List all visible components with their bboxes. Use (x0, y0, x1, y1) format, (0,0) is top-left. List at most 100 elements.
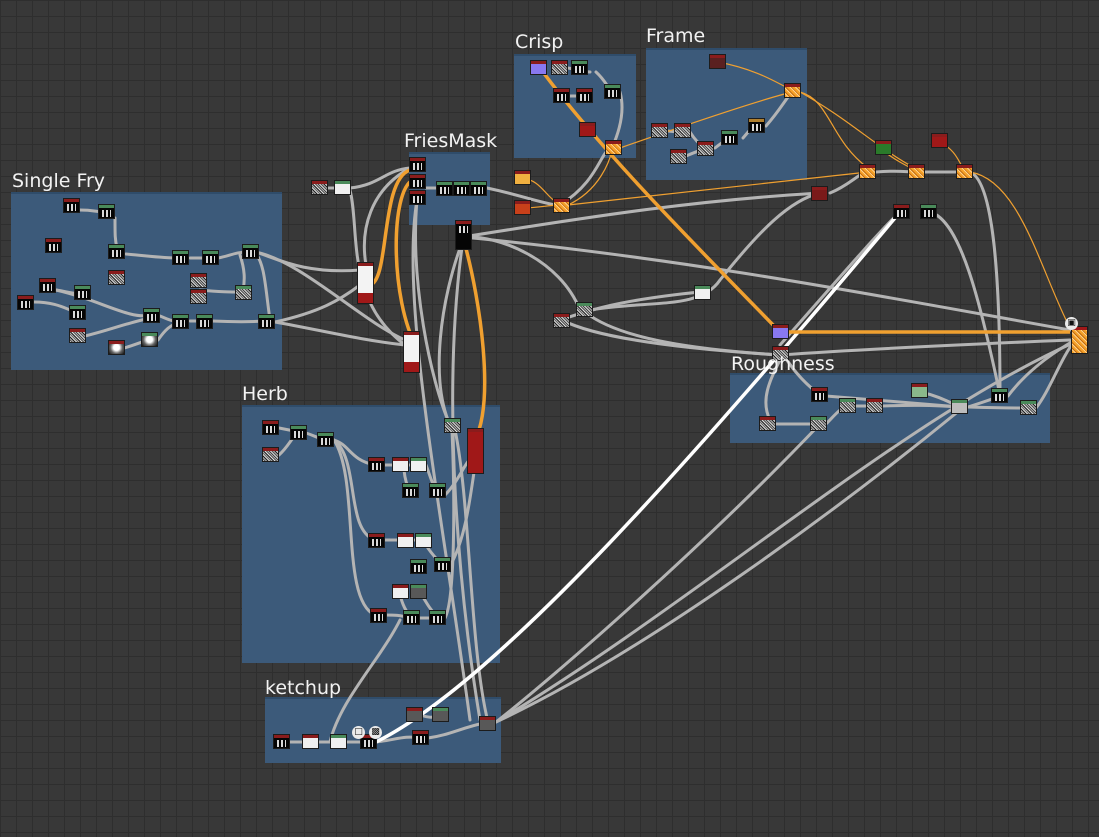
node[interactable] (410, 457, 427, 472)
node[interactable] (444, 418, 461, 433)
frame-title-roughness[interactable]: Roughness (731, 353, 835, 375)
node[interactable] (429, 610, 446, 625)
node[interactable] (908, 164, 925, 179)
node[interactable] (530, 60, 547, 75)
node[interactable] (406, 707, 423, 722)
node[interactable] (911, 383, 928, 398)
node[interactable] (467, 428, 484, 474)
node[interactable] (98, 204, 115, 219)
node[interactable] (674, 123, 691, 138)
node[interactable] (576, 88, 593, 103)
node[interactable] (810, 416, 827, 431)
node[interactable] (839, 398, 856, 413)
node[interactable] (410, 584, 427, 599)
node[interactable] (370, 608, 387, 623)
node[interactable] (772, 346, 789, 361)
node[interactable] (576, 302, 593, 317)
output-node[interactable] (1071, 326, 1088, 354)
node[interactable] (392, 584, 409, 599)
node[interactable] (190, 273, 207, 288)
node[interactable] (453, 181, 470, 196)
node[interactable] (392, 457, 409, 472)
node[interactable] (242, 244, 259, 259)
node[interactable] (397, 533, 414, 548)
frame-title-crisp[interactable]: Crisp (515, 31, 564, 53)
frame-title-frame[interactable]: Frame (646, 25, 706, 47)
node[interactable] (432, 707, 449, 722)
node[interactable] (605, 140, 622, 155)
node[interactable] (108, 340, 125, 355)
node[interactable] (875, 140, 892, 155)
node[interactable] (63, 198, 80, 213)
node[interactable] (258, 314, 275, 329)
node[interactable] (402, 483, 419, 498)
node[interactable] (436, 181, 453, 196)
node[interactable] (514, 200, 531, 215)
node[interactable] (196, 314, 213, 329)
node[interactable] (772, 324, 789, 339)
node[interactable] (143, 308, 160, 323)
cube-icon[interactable]: ▣ (1065, 317, 1078, 330)
node[interactable] (409, 174, 426, 189)
frame-title-single-fry[interactable]: Single Fry (12, 170, 106, 192)
node[interactable] (866, 398, 883, 413)
node[interactable] (470, 181, 487, 196)
node[interactable] (172, 250, 189, 265)
node[interactable] (368, 533, 385, 548)
node[interactable] (759, 416, 776, 431)
node[interactable] (334, 180, 351, 195)
node[interactable] (514, 170, 531, 185)
node[interactable] (709, 54, 726, 69)
node[interactable] (748, 118, 765, 133)
node[interactable] (410, 559, 427, 574)
node[interactable] (811, 186, 828, 201)
node[interactable] (571, 60, 588, 75)
node[interactable] (893, 204, 910, 219)
frame-title-herb[interactable]: Herb (242, 383, 288, 405)
node[interactable] (931, 133, 948, 148)
node[interactable] (429, 483, 446, 498)
node[interactable] (45, 238, 62, 253)
document-icon[interactable]: □ (352, 726, 365, 739)
node[interactable] (553, 313, 570, 328)
node[interactable] (951, 399, 968, 414)
node[interactable] (69, 305, 86, 320)
node[interactable] (302, 734, 319, 749)
node[interactable] (357, 262, 374, 304)
node[interactable] (202, 250, 219, 265)
node[interactable] (317, 432, 334, 447)
node[interactable] (141, 332, 158, 347)
frame-title-ketchup[interactable]: ketchup (265, 677, 342, 699)
node[interactable] (579, 122, 596, 137)
node[interactable] (108, 244, 125, 259)
node[interactable] (956, 164, 973, 179)
node[interactable] (368, 457, 385, 472)
node[interactable] (17, 295, 34, 310)
node[interactable] (273, 734, 290, 749)
node[interactable] (311, 180, 328, 195)
node[interactable] (811, 387, 828, 402)
node[interactable] (262, 420, 279, 435)
node[interactable] (721, 130, 738, 145)
node[interactable] (859, 164, 876, 179)
node[interactable] (694, 285, 711, 300)
node[interactable] (991, 388, 1008, 403)
node[interactable] (69, 328, 86, 343)
node[interactable] (412, 730, 429, 745)
node[interactable] (409, 190, 426, 205)
node[interactable] (403, 610, 420, 625)
node[interactable] (39, 278, 56, 293)
node[interactable] (108, 270, 125, 285)
node[interactable] (403, 331, 420, 373)
node[interactable] (262, 447, 279, 462)
node[interactable] (235, 285, 252, 300)
node[interactable] (651, 123, 668, 138)
node[interactable] (1020, 400, 1037, 415)
node[interactable] (479, 716, 496, 731)
node[interactable] (172, 314, 189, 329)
node[interactable] (553, 198, 570, 213)
node[interactable] (604, 84, 621, 99)
node[interactable] (415, 533, 432, 548)
node[interactable] (553, 88, 570, 103)
node[interactable] (190, 289, 207, 304)
